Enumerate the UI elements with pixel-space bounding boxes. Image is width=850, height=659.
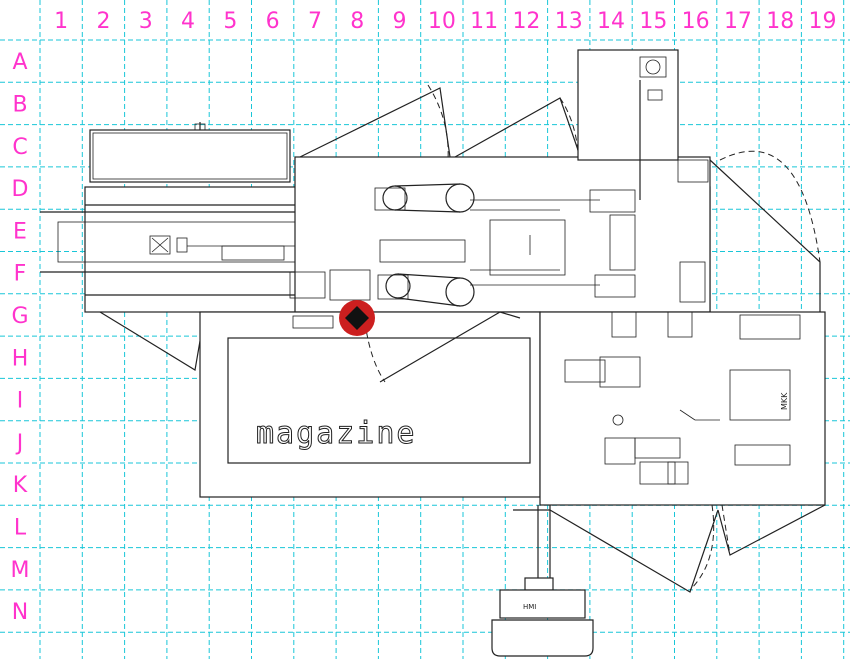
right-drive-column (609, 214, 636, 271)
column-label: 1 (54, 9, 68, 34)
hmi-panel (499, 589, 586, 619)
guard-swing-left (427, 84, 449, 161)
magazine-label: magazine (256, 416, 417, 451)
gripper-unit-b (599, 356, 641, 388)
row-label: E (13, 219, 27, 244)
mkk-unit (729, 369, 791, 421)
magazine-door (379, 311, 521, 383)
motor-b (667, 311, 693, 338)
column-label: 17 (724, 9, 752, 34)
magazine-tab (292, 315, 334, 329)
row-label: G (11, 304, 28, 329)
cabinet-switch (647, 89, 663, 101)
marker-inner-diamond (345, 306, 369, 330)
center-transfer-box (489, 219, 566, 276)
lower-right-frame (539, 311, 826, 506)
hmi-base (491, 619, 594, 657)
link-arm-b (679, 409, 696, 421)
row-label: J (15, 431, 24, 456)
right-actuator (679, 261, 706, 303)
fan-unit (149, 235, 171, 255)
motor-d (639, 461, 676, 485)
drive-gear-left (329, 269, 371, 301)
hmi-label: HMI (523, 603, 536, 611)
lower-left-guard (99, 311, 206, 371)
cabinet-fan (639, 56, 667, 78)
column-label: 8 (350, 9, 364, 34)
servo-motor (739, 314, 801, 340)
center-upper-frame (294, 156, 711, 313)
upper-right-cabinet (577, 49, 679, 161)
row-label: L (14, 515, 27, 540)
column-label: 14 (597, 9, 625, 34)
valve-block (734, 444, 791, 466)
mkk-label: MKK (780, 392, 789, 410)
fan-cross-b (151, 237, 169, 253)
row-label: D (12, 177, 29, 202)
guard-swing-mid (559, 97, 579, 153)
housing-pin-cap (194, 123, 206, 131)
column-label: 7 (308, 9, 322, 34)
motor-c-body (634, 437, 681, 459)
machine-drawing: magazine MKK HMI (40, 49, 826, 657)
upper-guard-left (299, 87, 451, 158)
column-label: 10 (428, 9, 456, 34)
drive-motor-left (289, 271, 326, 299)
column-label: 13 (555, 9, 583, 34)
center-guide (379, 239, 466, 263)
row-label: N (12, 600, 28, 625)
row-label: I (17, 389, 24, 414)
lower-guard-right-swing (721, 504, 731, 556)
column-label: 3 (139, 9, 153, 34)
upper-guard-mid (454, 97, 579, 158)
cabinet-fan-blade (645, 59, 661, 75)
row-label: B (12, 92, 27, 117)
lower-guard-swing (689, 504, 715, 591)
hmi-mount (524, 577, 554, 591)
column-label: 4 (181, 9, 195, 34)
upper-left-housing (89, 129, 291, 183)
gripper-unit-a (564, 359, 606, 383)
upper-left-housing-inner (92, 132, 288, 180)
column-label: 15 (639, 9, 667, 34)
right-guard (709, 159, 821, 312)
row-label: F (14, 262, 27, 287)
motor-d-gear (667, 461, 689, 485)
lower-guard-left (549, 509, 719, 593)
column-label: 5 (223, 9, 237, 34)
column-label: 19 (809, 9, 837, 34)
sensor-dot (612, 414, 624, 426)
magazine-inner (227, 337, 531, 464)
column-label: 11 (470, 9, 498, 34)
position-marker (339, 300, 375, 336)
belt-drive-bottom (377, 269, 636, 307)
cabinet-box (677, 159, 709, 183)
column-label: 16 (682, 9, 710, 34)
column-label: 9 (393, 9, 407, 34)
row-label: H (12, 346, 29, 371)
row-label: M (11, 558, 30, 583)
column-label: 18 (766, 9, 794, 34)
belt-drive-top (374, 183, 636, 213)
magazine-door-swing (364, 321, 386, 383)
row-label: A (12, 50, 27, 75)
row-label: K (13, 473, 28, 498)
motor-a (611, 311, 637, 338)
sensor-bar (221, 245, 285, 261)
row-label: C (12, 135, 27, 160)
column-label: 12 (512, 9, 540, 34)
column-label: 2 (96, 9, 110, 34)
right-guard-swing (719, 150, 821, 263)
column-label: 6 (266, 9, 280, 34)
fan-plug (176, 237, 188, 253)
